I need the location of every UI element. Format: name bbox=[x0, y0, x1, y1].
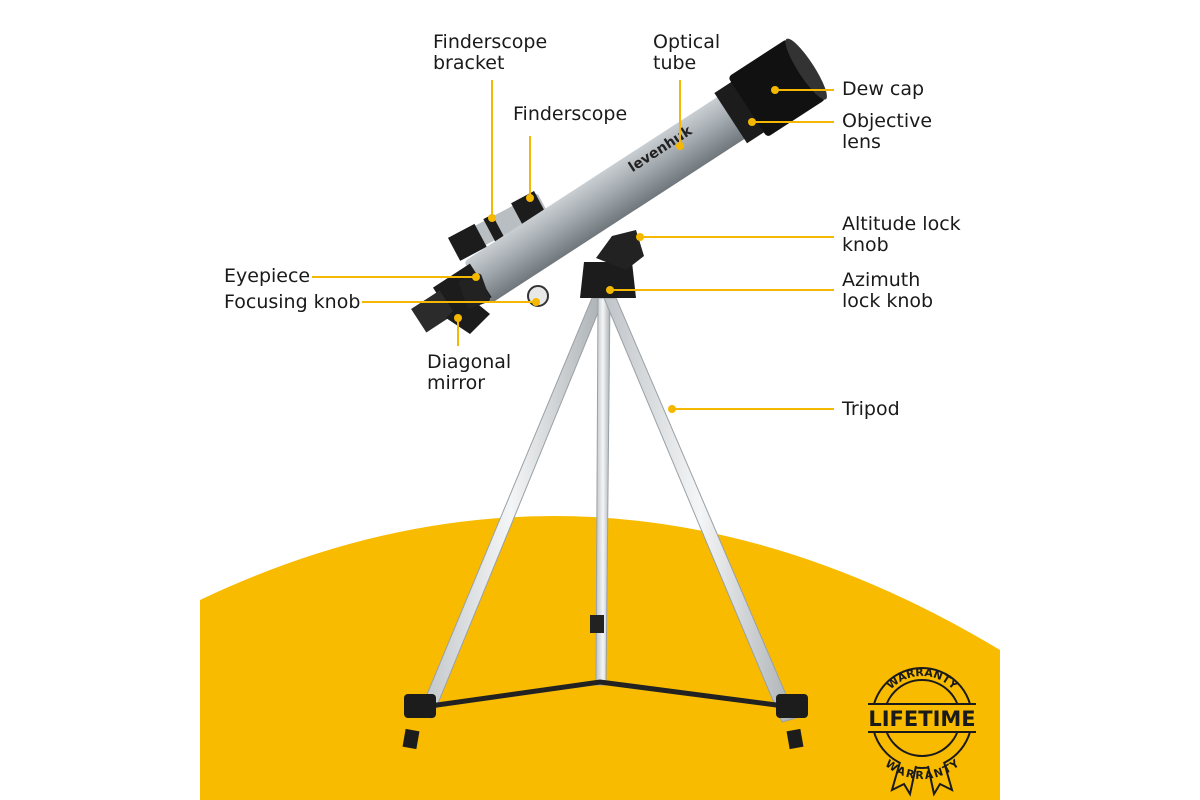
label-tripod: Tripod bbox=[842, 398, 900, 420]
badge-main-text: LIFETIME bbox=[868, 707, 975, 731]
mount bbox=[596, 230, 644, 270]
tripod bbox=[402, 262, 808, 750]
label-focusing-knob: Focusing knob bbox=[224, 291, 361, 313]
label-eyepiece: Eyepiece bbox=[224, 265, 311, 287]
leader-lines bbox=[312, 80, 834, 413]
label-dew-cap: Dew cap bbox=[842, 78, 925, 100]
label-finderscope: Finderscope bbox=[513, 103, 628, 125]
